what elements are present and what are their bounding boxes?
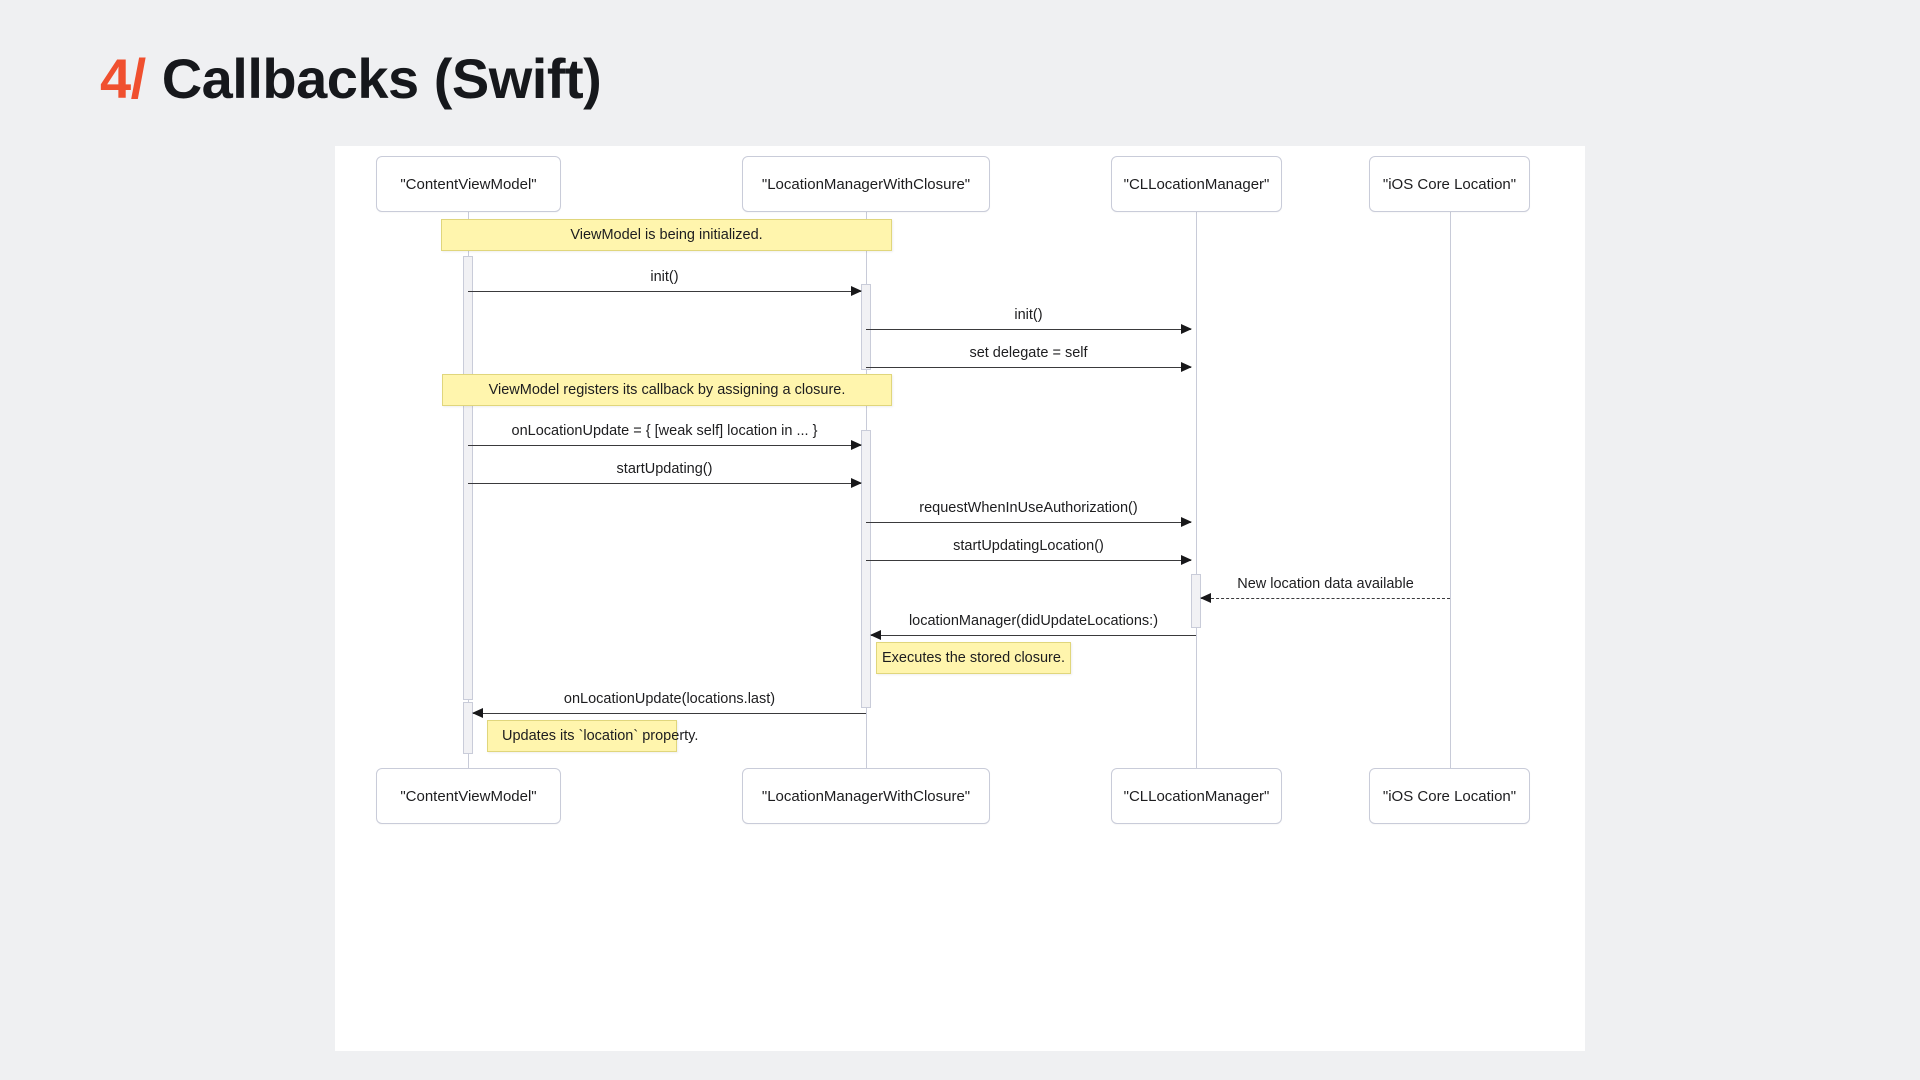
page-title: 4/Callbacks (Swift): [100, 47, 602, 110]
message-line: [468, 445, 861, 446]
message-label: onLocationUpdate = { [weak self] locatio…: [511, 423, 818, 439]
message-label: locationManager(didUpdateLocations:): [908, 613, 1159, 629]
message-label: onLocationUpdate(locations.last): [563, 691, 776, 707]
message-line: [1201, 598, 1450, 599]
note-text: ViewModel registers its callback by assi…: [488, 382, 846, 398]
message-line: [866, 329, 1191, 330]
participant-label: "ContentViewModel": [400, 175, 537, 193]
message-line: [871, 635, 1196, 636]
message-label: init(): [650, 269, 679, 285]
note-viewmodel-registers-callback: ViewModel registers its callback by assi…: [442, 374, 892, 406]
note-updates-location-property: Updates its `location` property.: [487, 720, 698, 752]
slide-number: 4/: [100, 47, 146, 110]
arrowhead-right-icon: [1181, 324, 1192, 334]
participant-label: "LocationManagerWithClosure": [761, 175, 971, 193]
participant-bottom-cllocationmanager[interactable]: "CLLocationManager": [1111, 768, 1282, 824]
message-line: [468, 483, 861, 484]
arrowhead-right-icon: [1181, 555, 1192, 565]
participant-top-ioscorelocation[interactable]: "iOS Core Location": [1369, 156, 1530, 212]
activation-contentviewmodel-1: [463, 256, 473, 700]
participant-bottom-ioscorelocation[interactable]: "iOS Core Location": [1369, 768, 1530, 824]
arrowhead-left-icon: [870, 630, 881, 640]
participant-label: "CLLocationManager": [1123, 175, 1270, 193]
participant-top-cllocationmanager[interactable]: "CLLocationManager": [1111, 156, 1282, 212]
message-label: init(): [1014, 307, 1043, 323]
arrowhead-right-icon: [1181, 362, 1192, 372]
message-label: set delegate = self: [969, 345, 1088, 361]
arrowhead-right-icon: [851, 286, 862, 296]
arrowhead-right-icon: [851, 478, 862, 488]
diagram-panel: "ContentViewModel" "LocationManagerWithC…: [335, 146, 1585, 1051]
lifeline-cllocationmanager: [1196, 212, 1197, 784]
note-executes-stored-closure: Executes the stored closure.: [876, 642, 1071, 674]
note-viewmodel-initialized: ViewModel is being initialized.: [441, 219, 892, 251]
message-label: startUpdatingLocation(): [953, 538, 1104, 554]
participant-label: "LocationManagerWithClosure": [761, 787, 971, 805]
participant-top-locationmanagerwithclosure[interactable]: "LocationManagerWithClosure": [742, 156, 990, 212]
note-text: Executes the stored closure.: [882, 650, 1065, 666]
note-text: ViewModel is being initialized.: [570, 227, 763, 243]
participant-bottom-contentviewmodel[interactable]: "ContentViewModel": [376, 768, 561, 824]
message-line: [866, 560, 1191, 561]
slide-title-text: Callbacks (Swift): [161, 47, 602, 110]
arrowhead-left-icon: [472, 708, 483, 718]
participant-label: "CLLocationManager": [1123, 787, 1270, 805]
participant-bottom-locationmanagerwithclosure[interactable]: "LocationManagerWithClosure": [742, 768, 990, 824]
arrowhead-left-icon: [1200, 593, 1211, 603]
note-text: Updates its `location` property.: [502, 728, 699, 744]
message-label: requestWhenInUseAuthorization(): [919, 500, 1138, 516]
message-label: New location data available: [1237, 576, 1414, 592]
message-line: [473, 713, 866, 714]
message-line: [866, 522, 1191, 523]
message-label: startUpdating(): [616, 461, 713, 477]
arrowhead-right-icon: [1181, 517, 1192, 527]
participant-label: "iOS Core Location": [1382, 175, 1517, 193]
activation-locationmanagerwithclosure-2: [861, 430, 871, 708]
lifeline-ioscorelocation: [1450, 212, 1451, 784]
arrowhead-right-icon: [851, 440, 862, 450]
participant-label: "iOS Core Location": [1382, 787, 1517, 805]
activation-locationmanagerwithclosure-1: [861, 284, 871, 370]
participant-label: "ContentViewModel": [400, 787, 537, 805]
sequence-diagram: "ContentViewModel" "LocationManagerWithC…: [335, 146, 1585, 1051]
participant-top-contentviewmodel[interactable]: "ContentViewModel": [376, 156, 561, 212]
activation-contentviewmodel-2: [463, 702, 473, 754]
message-line: [866, 367, 1191, 368]
message-line: [468, 291, 861, 292]
